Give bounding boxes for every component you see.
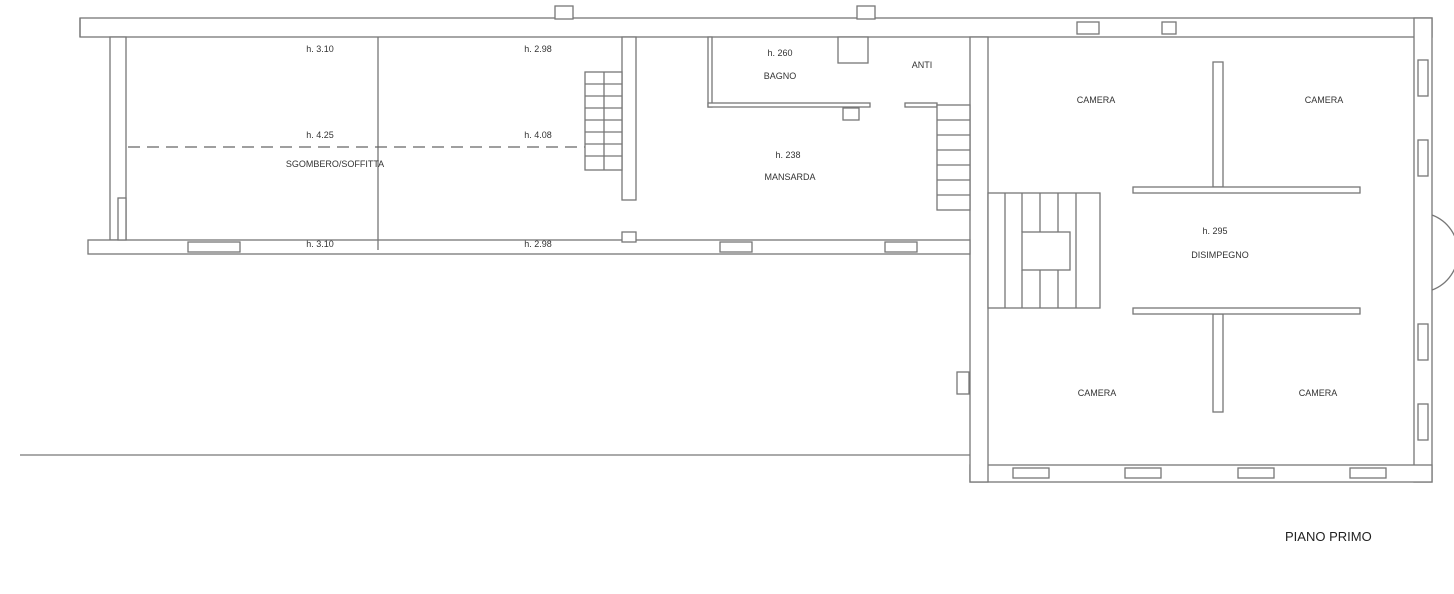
height-label: h. 260 bbox=[767, 48, 792, 58]
windows bbox=[187, 5, 1429, 479]
stair-treads bbox=[585, 72, 1077, 308]
room-label-disimpegno: DISIMPEGNO bbox=[1191, 250, 1249, 260]
room-label-camera: CAMERA bbox=[1299, 388, 1338, 398]
room-label-mansarda: MANSARDA bbox=[764, 172, 815, 182]
height-label: h. 2.98 bbox=[524, 239, 552, 249]
room-label-camera: CAMERA bbox=[1077, 95, 1116, 105]
height-label: h. 3.10 bbox=[306, 44, 334, 54]
room-label-sgombero: SGOMBERO/SOFFITTA bbox=[286, 159, 384, 169]
room-label-camera: CAMERA bbox=[1078, 388, 1117, 398]
height-label: h. 238 bbox=[775, 150, 800, 160]
room-label-anti: ANTI bbox=[912, 60, 933, 70]
height-label: h. 4.08 bbox=[524, 130, 552, 140]
room-label-camera: CAMERA bbox=[1305, 95, 1344, 105]
height-label: h. 295 bbox=[1202, 226, 1227, 236]
plan-title: PIANO PRIMO bbox=[1285, 529, 1372, 544]
room-label-bagno: BAGNO bbox=[764, 71, 797, 81]
height-label: h. 4.25 bbox=[306, 130, 334, 140]
room-labels: h. 3.10 h. 2.98 h. 4.25 h. 4.08 SGOMBERO… bbox=[286, 44, 1372, 544]
height-label: h. 3.10 bbox=[306, 239, 334, 249]
height-label: h. 2.98 bbox=[524, 44, 552, 54]
